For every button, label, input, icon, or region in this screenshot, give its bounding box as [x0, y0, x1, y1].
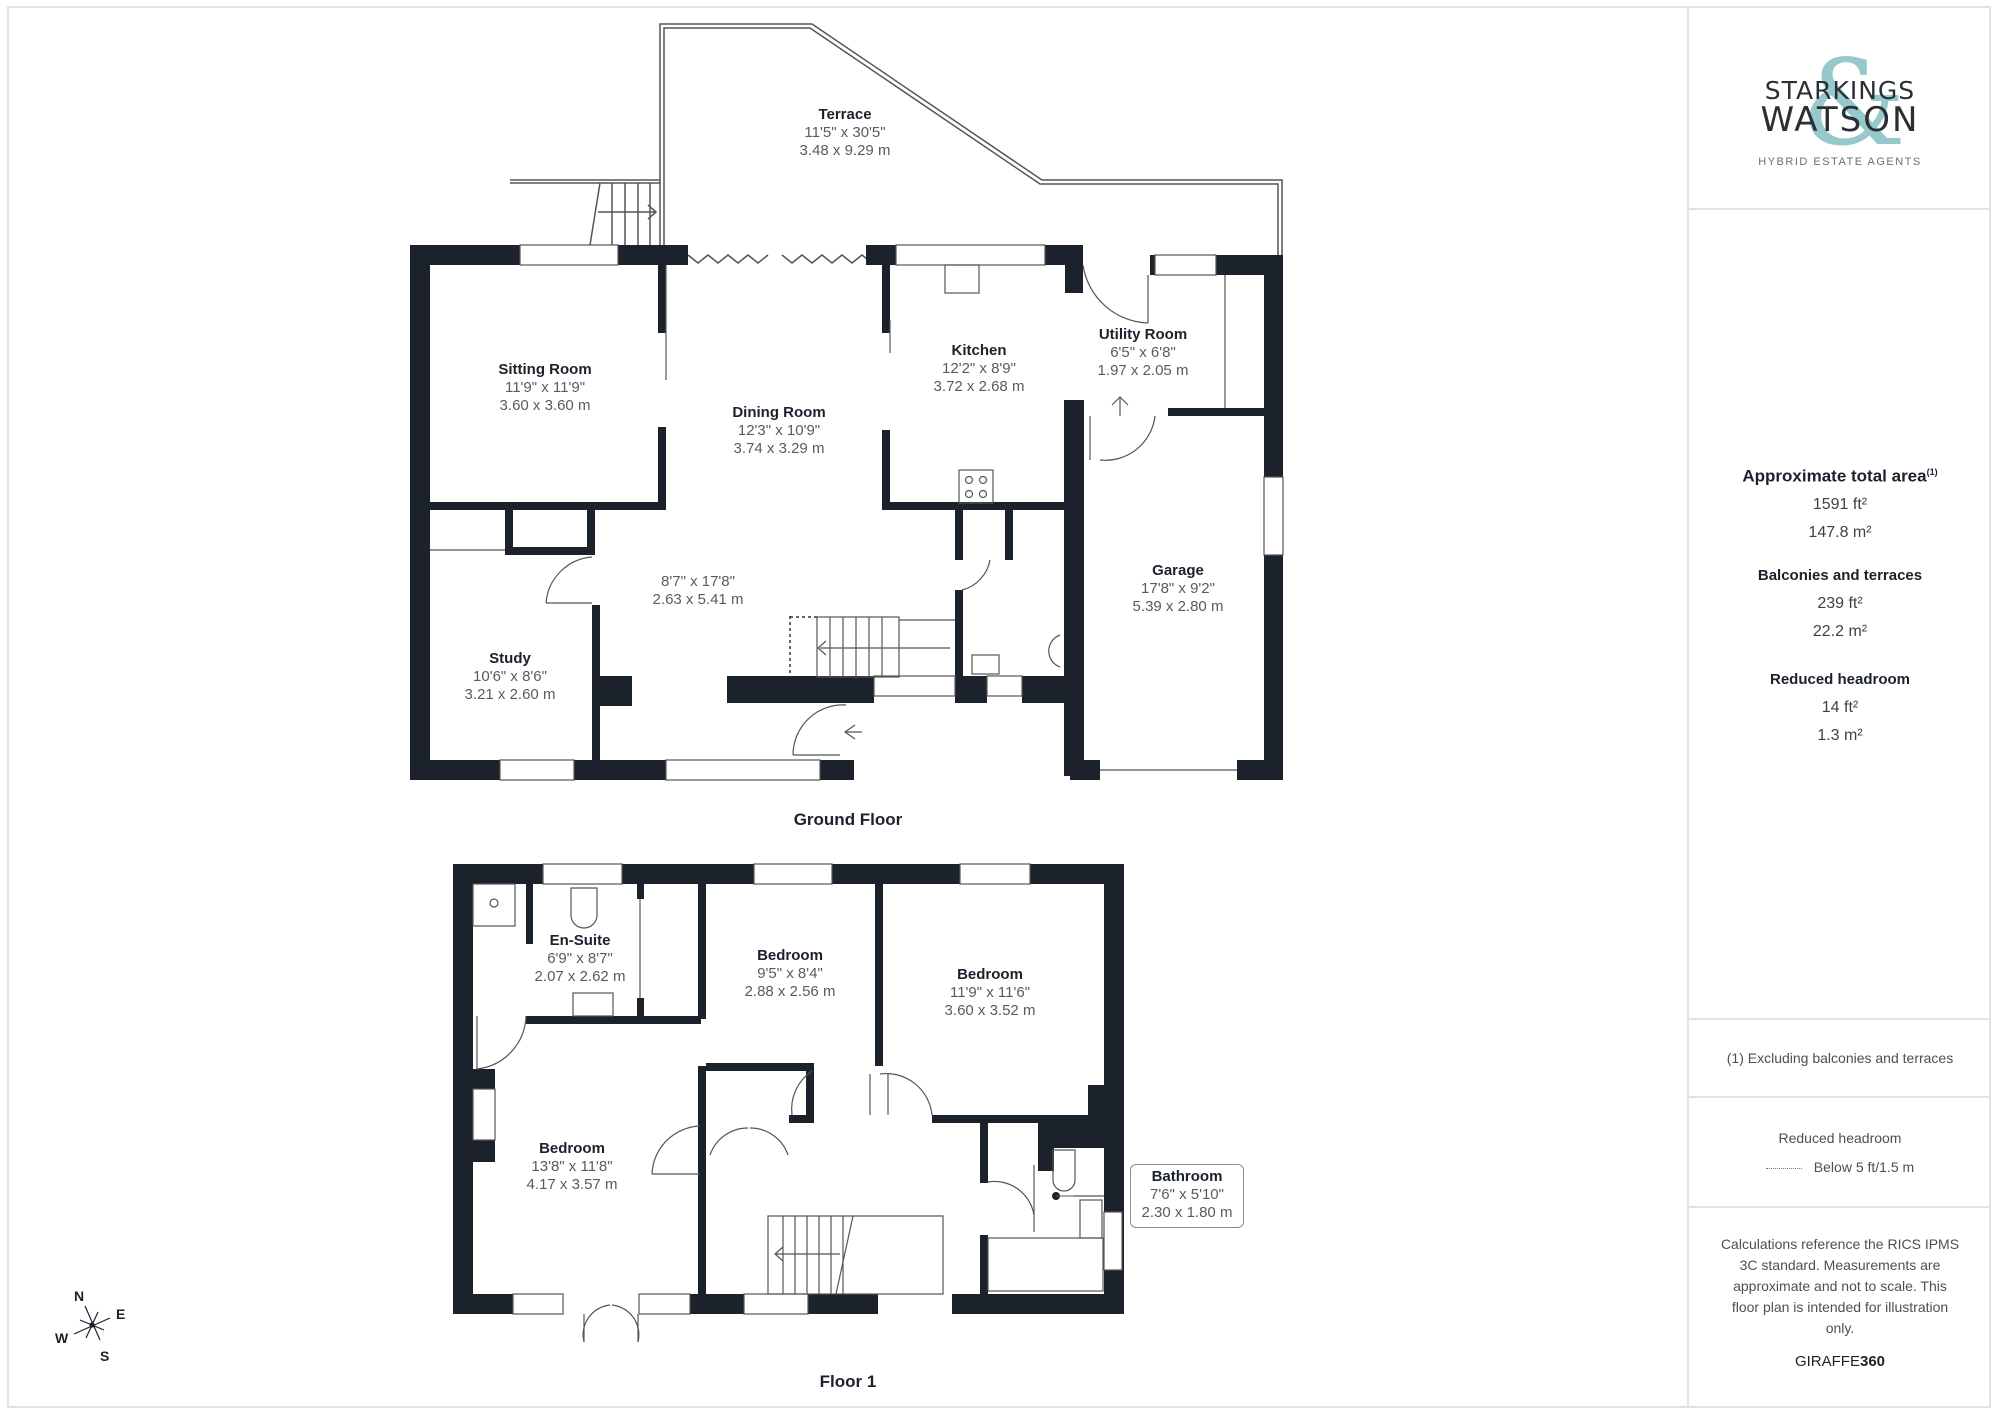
ampersand-logo-mark: & [1801, 34, 1907, 172]
room-label-en-suite: En-Suite 6'9" x 8'7" 2.07 x 2.62 m [534, 932, 626, 985]
room-label-bathroom: Bathroom 7'6" x 5'10" 2.30 x 1.80 m [1130, 1164, 1244, 1228]
terrace-outline [659, 23, 1283, 255]
reduced-headroom-block: Reduced headroom 14 ft² 1.3 m² [1689, 666, 1991, 750]
footnote-ref: (1) [1926, 467, 1938, 477]
compass-south-label: S [100, 1348, 110, 1364]
room-label-utility-room: Utility Room 6'5" x 6'8" 1.97 x 2.05 m [1097, 326, 1189, 379]
compass-north-label: N [74, 1288, 85, 1304]
total-area-m2: 147.8 m² [1808, 523, 1872, 541]
balconies-block: Balconies and terraces 239 ft² 22.2 m² [1689, 562, 1991, 646]
floor-title-ground: Ground Floor [793, 810, 903, 829]
room-label-terrace: Terrace 11'5" x 30'5" 3.48 x 9.29 m [799, 106, 891, 159]
disclaimer-text: Calculations reference the RICS IPMS 3C … [1720, 1236, 1960, 1336]
room-label-kitchen: Kitchen 12'2" x 8'9" 3.72 x 2.68 m [933, 342, 1025, 395]
total-area-heading: Approximate total area [1742, 466, 1927, 486]
room-label-hallway: 8'7" x 17'8" 2.63 x 5.41 m [652, 573, 744, 608]
total-area-block: Approximate total area(1) 1591 ft² 147.8… [1689, 458, 1991, 547]
footnote-section: (1) Excluding balconies and terraces [1689, 1020, 1991, 1098]
room-label-sitting-room: Sitting Room 11'9" x 11'9" 3.60 x 3.60 m [498, 361, 592, 414]
room-label-study: Study 10'6" x 8'6" 3.21 x 2.60 m [464, 650, 556, 703]
footnote-text: (1) Excluding balconies and terraces [1726, 1050, 1954, 1066]
brand-logo: & STARKINGS WATSON HYBRID ESTATE AGENTS [1689, 6, 1991, 210]
room-label-bedroom-3: Bedroom 11'9" x 11'6" 3.60 x 3.52 m [944, 966, 1036, 1019]
reduced-headroom-heading: Reduced headroom [1769, 671, 1911, 688]
brand-name-line2: WATSON [1760, 100, 1920, 140]
room-label-dining-room: Dining Room 12'3" x 10'9" 3.74 x 3.29 m [732, 404, 826, 457]
area-summary: Approximate total area(1) 1591 ft² 147.8… [1689, 210, 1991, 1020]
brand-name-line1: STARKINGS [1764, 76, 1916, 105]
disclaimer-section: Calculations reference the RICS IPMS 3C … [1689, 1208, 1991, 1406]
total-area-ft2: 1591 ft² [1812, 495, 1868, 513]
reduced-headroom-m2: 1.3 m² [1817, 727, 1863, 744]
room-label-garage: Garage 17'8" x 9'2" 5.39 x 2.80 m [1132, 562, 1224, 615]
balconies-m2: 22.2 m² [1812, 623, 1868, 640]
compass-icon [73, 1305, 111, 1341]
compass-east-label: E [116, 1306, 126, 1322]
dotted-line-icon [1765, 1167, 1802, 1169]
page-frame [7, 6, 1991, 1408]
legend-title: Reduced headroom [1778, 1130, 1902, 1146]
brand-tagline: HYBRID ESTATE AGENTS [1758, 156, 1922, 168]
compass-west-label: W [55, 1330, 69, 1346]
legend-section: Reduced headroom Below 5 ft/1.5 m [1689, 1098, 1991, 1208]
balconies-ft2: 239 ft² [1817, 595, 1863, 612]
provider-logo: GIRAFFE360 [1794, 1353, 1886, 1370]
room-label-bedroom-2: Bedroom 9'5" x 8'4" 2.88 x 2.56 m [744, 947, 836, 1000]
room-label-bedroom-1: Bedroom 13'8" x 11'8" 4.17 x 3.57 m [526, 1140, 618, 1193]
info-sidebar: & STARKINGS WATSON HYBRID ESTATE AGENTS … [1687, 6, 1991, 1408]
reduced-headroom-ft2: 14 ft² [1821, 699, 1859, 716]
legend-line-label: Below 5 ft/1.5 m [1813, 1159, 1915, 1175]
balconies-heading: Balconies and terraces [1757, 567, 1923, 584]
floor-title-floor-1: Floor 1 [819, 1372, 877, 1391]
floor-plan-drawing [73, 23, 1284, 1343]
